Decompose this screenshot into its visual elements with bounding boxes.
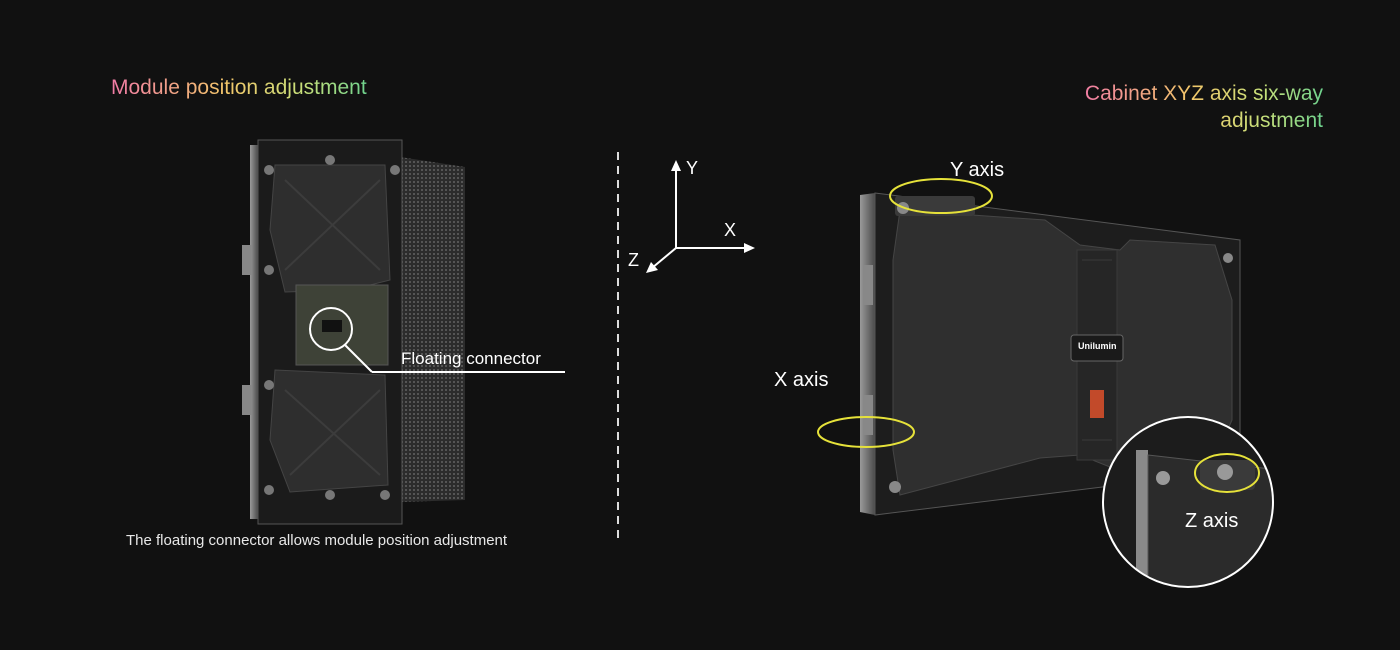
module-cabinet-image [242,139,465,525]
axis-y-label: Y [686,158,699,178]
y-axis-callout: Y axis [950,159,1005,181]
xyz-axis-diagram [646,160,755,273]
x-axis-highlight [817,416,915,448]
module-caption: The floating connector allows module pos… [126,532,508,549]
cabinet-adjustment-title: Cabinet XYZ axis six-way adjustment [1080,80,1323,134]
floating-connector-highlight [309,307,353,351]
axis-x-label: X [724,220,737,240]
z-axis-highlight [1194,453,1260,493]
brand-logo: Unilumin [1078,341,1117,351]
floating-connector-label: Floating connector [401,349,541,368]
y-axis-highlight [889,178,993,214]
axis-z-label: Z [628,250,639,270]
z-axis-callout: Z axis [1185,510,1239,532]
callout-leader-line [344,344,373,373]
x-axis-callout: X axis [774,369,829,391]
module-adjustment-title: Module position adjustment [111,76,367,99]
